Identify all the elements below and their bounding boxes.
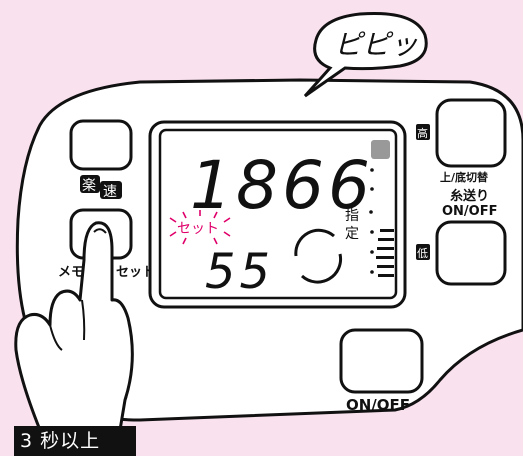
needle-updown-label: 上/底切替: [440, 170, 489, 184]
low-icon: 低: [416, 244, 430, 260]
thread-feed-label-2: ON/OFF: [442, 204, 498, 219]
pointing-hand: [14, 221, 134, 432]
thread-feed-label-1: 糸送り: [450, 188, 489, 204]
low-button[interactable]: [435, 220, 507, 286]
set-label: セット: [116, 265, 155, 280]
shitei-bottom: 定: [345, 226, 359, 242]
speed-value: 55: [205, 244, 274, 300]
hold-3-seconds-badge: 3 秒以上: [14, 426, 136, 456]
speed-level-bars: [376, 229, 394, 277]
beep-speech-bubble: ピピッ: [303, 11, 428, 98]
lcd-screen: [158, 128, 398, 300]
high-icon-label: 高: [417, 126, 428, 140]
high-button[interactable]: [435, 98, 507, 168]
beep-text: ピピッ: [334, 28, 418, 61]
position-dots: [369, 168, 374, 274]
power-button[interactable]: [339, 328, 424, 394]
power-label: ON/OFF: [346, 396, 410, 414]
lcd-indicator-square: [371, 140, 390, 159]
speed-button[interactable]: [69, 119, 133, 171]
set-indicator-flashing: セット: [169, 210, 231, 245]
soku-label: 速: [103, 184, 117, 200]
raku-label: 楽: [82, 178, 96, 194]
shitei-top: 指: [345, 208, 359, 224]
high-icon: 高: [416, 124, 430, 140]
stitch-counter: 1866: [190, 147, 374, 224]
rotation-icon: [294, 228, 343, 284]
memo-label: メモ: [58, 265, 84, 280]
speed-toggle-label: 楽 速: [80, 175, 122, 200]
low-icon-label: 低: [417, 247, 428, 260]
set-indicator-text: セット: [177, 221, 219, 237]
